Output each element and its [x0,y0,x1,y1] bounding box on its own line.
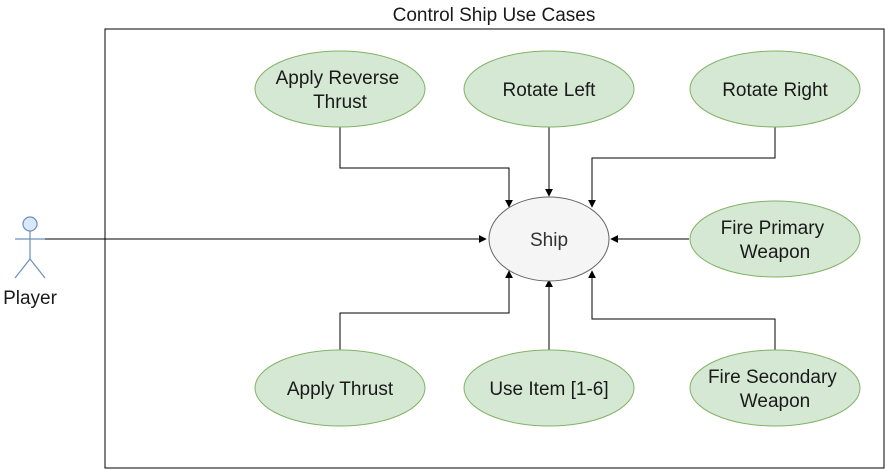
use-case-label: Apply Thrust [287,379,394,400]
use-case-use-item[interactable]: Use Item [1-6] [463,349,635,427]
ship-label: Ship [530,230,568,251]
use-case-label: Apply Reverse Thrust [276,68,405,113]
actor-left-leg [14,258,31,279]
actor-label: Player [3,288,58,309]
use-case-label: Rotate Left [503,80,597,101]
edge-fire-secondary-to-ship [588,270,776,350]
player-actor[interactable]: Player [3,216,58,309]
use-case-rotate-left[interactable]: Rotate Left [463,50,635,128]
use-case-label: Use Item [1-6] [489,379,608,400]
use-case-rotate-right[interactable]: Rotate Right [689,50,861,128]
diagram-title: Control Ship Use Cases [393,5,596,26]
use-case-ellipse [689,50,861,128]
edge-apply-thrust-to-ship [339,270,513,350]
use-case-ellipse [463,349,635,427]
edge-rotate-right-to-ship [588,127,776,208]
use-case-fire-secondary-weapon[interactable]: Fire Secondary Weapon [689,349,861,427]
use-case-ellipse [689,200,861,278]
use-case-ellipse [689,349,861,427]
ship-ellipse [488,196,610,282]
use-case-label: Fire Primary Weapon [721,218,830,263]
actor-right-leg [29,258,46,279]
system-boundary [104,28,885,469]
use-case-ellipse [463,50,635,128]
use-case-apply-reverse-thrust[interactable]: Apply Reverse Thrust [254,50,426,128]
use-case-label: Rotate Right [722,80,828,101]
use-case-fire-primary-weapon[interactable]: Fire Primary Weapon [689,200,861,278]
use-case-ellipse [254,50,426,128]
use-case-ellipse [254,349,426,427]
ship-node[interactable]: Ship [488,196,610,282]
use-case-label: Fire Secondary Weapon [708,367,842,412]
edge-reverse-thrust-to-ship [339,127,513,208]
actor-head [22,216,38,232]
use-case-apply-thrust[interactable]: Apply Thrust [254,349,426,427]
